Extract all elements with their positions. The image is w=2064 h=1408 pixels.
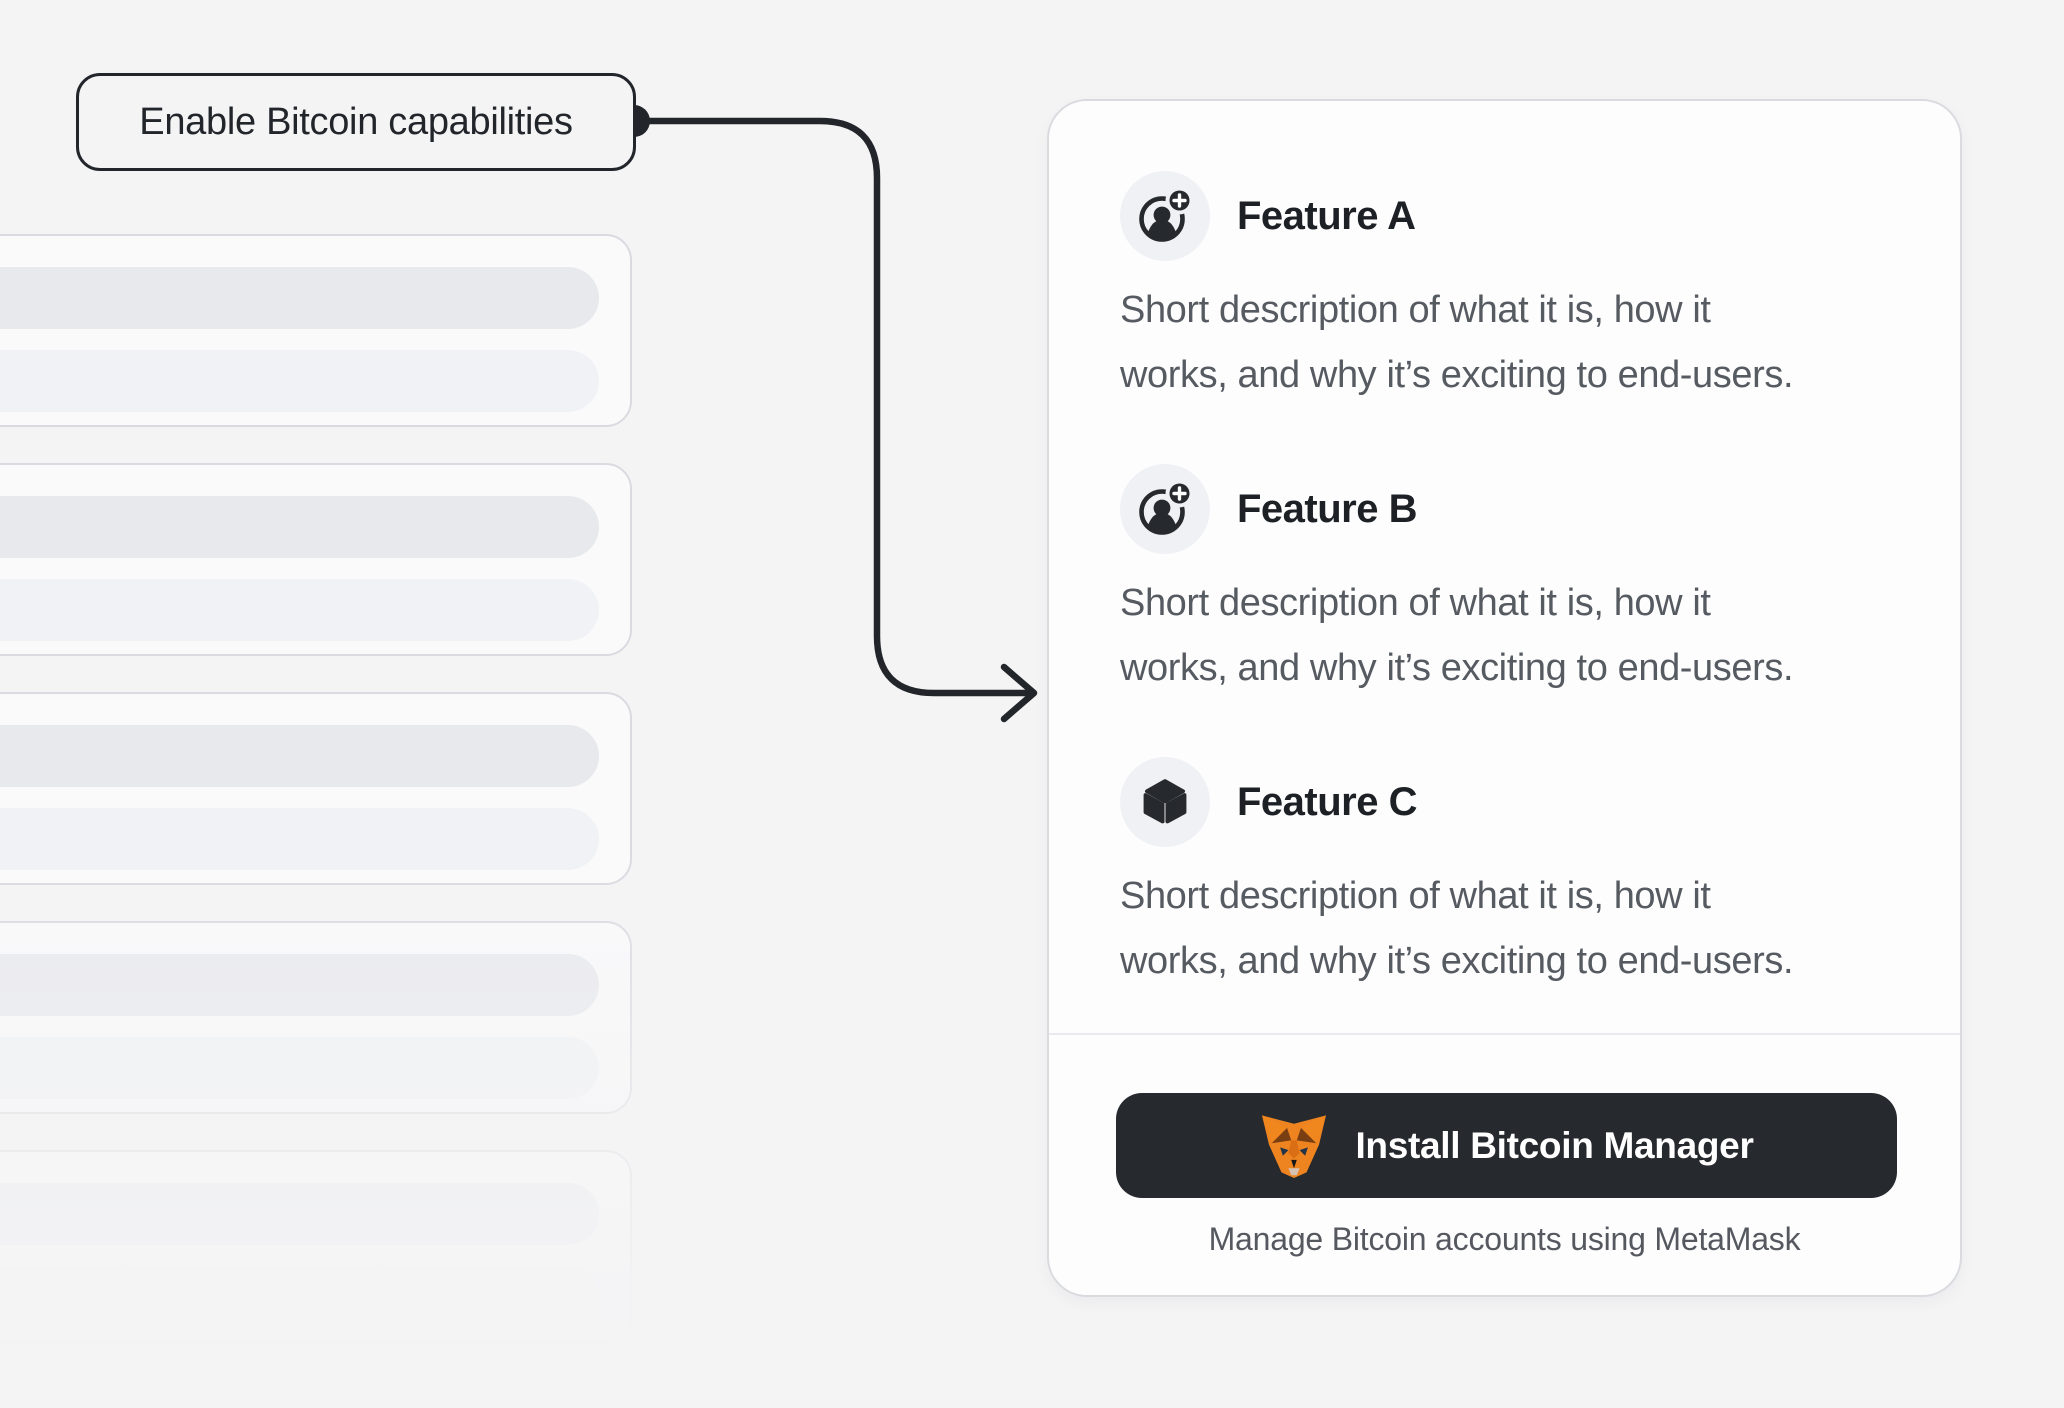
skeleton-line xyxy=(0,350,599,412)
feature-description-line: works, and why it’s exciting to end-user… xyxy=(1120,940,1794,982)
feature-row-a: Feature A Short description of what it i… xyxy=(1120,171,1930,451)
cube-icon xyxy=(1143,779,1187,824)
skeleton-line xyxy=(0,267,599,329)
install-bitcoin-manager-button[interactable]: Install Bitcoin Manager xyxy=(1116,1093,1897,1198)
feature-description: Short description of what it is, how it … xyxy=(1120,571,1794,701)
feature-description-line: Short description of what it is, how it xyxy=(1120,875,1711,917)
callout-label: Enable Bitcoin capabilities xyxy=(76,73,636,171)
skeleton-line xyxy=(0,579,599,641)
feature-row-b: Feature B Short description of what it i… xyxy=(1120,464,1930,744)
install-button-label: Install Bitcoin Manager xyxy=(1355,1124,1754,1166)
skeleton-line xyxy=(0,496,599,558)
feature-description: Short description of what it is, how it … xyxy=(1120,864,1794,994)
skeleton-card xyxy=(0,463,632,656)
feature-row-c: Feature C Short description of what it i… xyxy=(1120,757,1930,1037)
callout-text: Enable Bitcoin capabilities xyxy=(139,100,573,143)
connector-line xyxy=(644,117,1034,697)
feature-description-line: works, and why it’s exciting to end-user… xyxy=(1120,647,1794,689)
feature-panel: Feature A Short description of what it i… xyxy=(1047,99,1962,1297)
panel-divider xyxy=(1049,1033,1960,1035)
feature-a-icon-badge xyxy=(1120,171,1210,261)
metamask-fox-icon xyxy=(1262,1114,1327,1178)
feature-description-line: Short description of what it is, how it xyxy=(1120,582,1711,624)
panel-caption: Manage Bitcoin accounts using MetaMask xyxy=(1208,1221,1801,1257)
user-circle-add-icon xyxy=(1139,480,1194,535)
feature-title: Feature A xyxy=(1237,193,1416,238)
user-circle-add-icon xyxy=(1139,187,1194,242)
feature-c-icon-badge xyxy=(1120,757,1210,847)
feature-title: Feature C xyxy=(1237,779,1418,824)
connector-arrowhead xyxy=(1000,663,1038,723)
skeleton-line xyxy=(0,725,599,787)
feature-description: Short description of what it is, how it … xyxy=(1120,278,1794,408)
bottom-fade-gradient xyxy=(0,850,720,1408)
feature-b-icon-badge xyxy=(1120,464,1210,554)
feature-title: Feature B xyxy=(1237,486,1418,531)
skeleton-card xyxy=(0,234,632,427)
feature-description-line: Short description of what it is, how it xyxy=(1120,289,1711,331)
feature-description-line: works, and why it’s exciting to end-user… xyxy=(1120,354,1794,396)
